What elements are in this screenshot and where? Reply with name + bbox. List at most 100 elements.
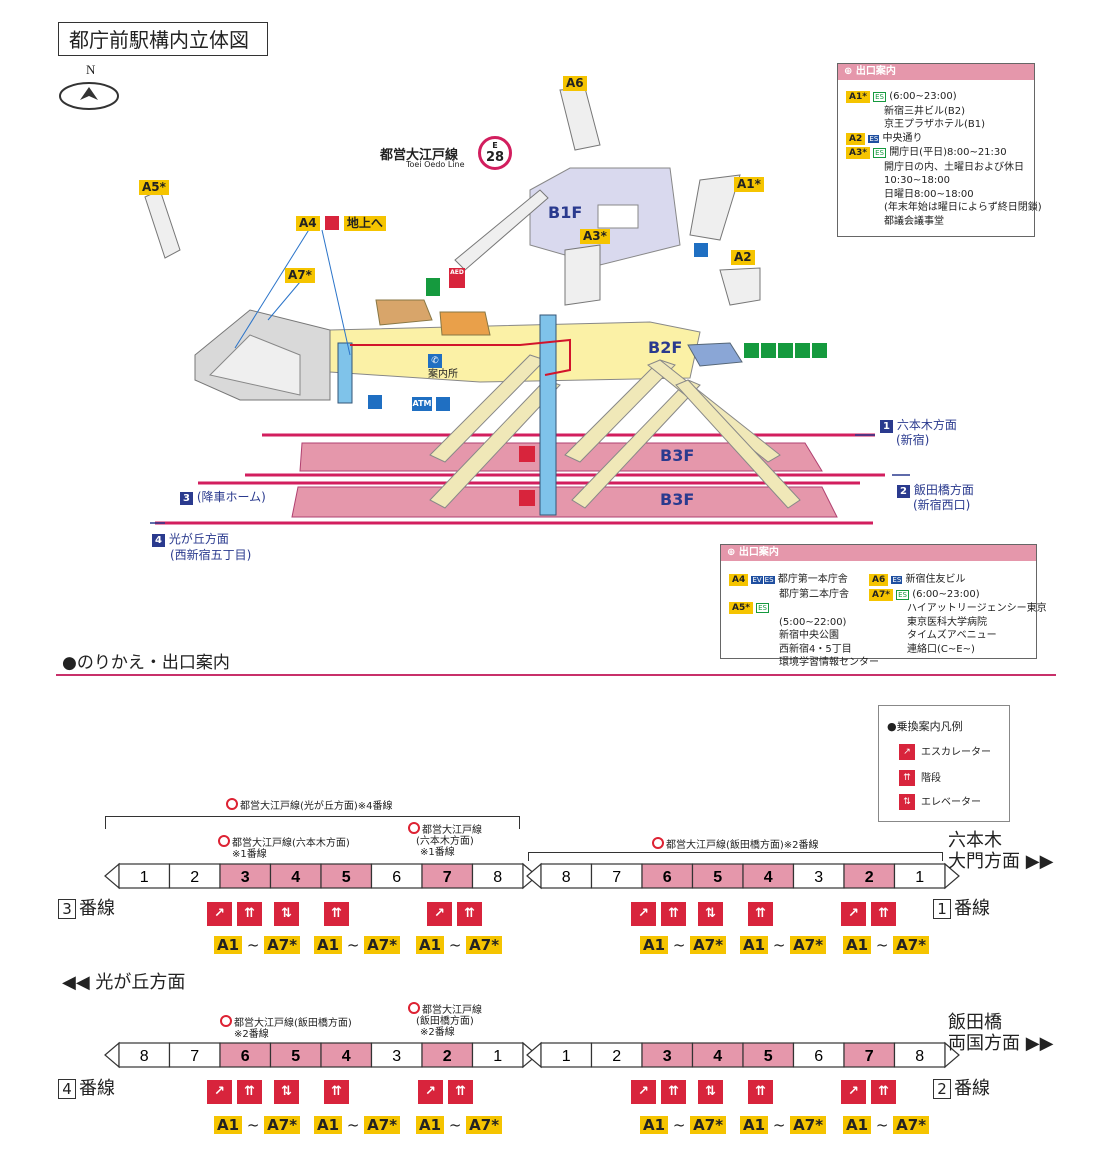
row1-note-a: 都営大江戸線(六本木方面)※1番線 — [218, 835, 350, 860]
info-a7-line: ハイアットリージェンシー東京 — [907, 603, 1047, 614]
row2-dest-line2: 両国方面 ▶▶ — [948, 1033, 1054, 1054]
exit-range: A1 ~ A7* — [416, 936, 503, 954]
exit-range-sep: ~ — [668, 1116, 691, 1134]
train-car-number: 5 — [291, 1048, 300, 1065]
exit-range: A1 ~ A7* — [843, 1116, 930, 1134]
train-car-number: 3 — [241, 869, 250, 886]
train-car-number: 5 — [342, 869, 351, 886]
exit-range-sep: ~ — [242, 1116, 265, 1134]
floor-b2f: B2F — [648, 338, 683, 357]
exit-range-from: A1 — [843, 936, 872, 954]
train-car — [118, 863, 171, 889]
info-a5-tag: A5* — [729, 602, 753, 614]
track-2-text: 番線 — [954, 1078, 990, 1099]
station-3d-map — [144, 87, 910, 525]
info-a3-line: 10:30~18:00 — [884, 175, 951, 186]
section-divider — [56, 674, 1056, 676]
direction-2-sub: (新宿西口) — [913, 498, 971, 512]
track-1-badge: 1 — [880, 420, 893, 433]
info-center-label: 案内所 — [428, 369, 458, 380]
line-letter: E — [492, 141, 498, 150]
stairs-icon: ⇈ — [871, 902, 896, 926]
row2-destination: 飯田橋両国方面 ▶▶ — [948, 1012, 1053, 1054]
direction-1-sub: (新宿) — [896, 433, 930, 447]
train-car — [893, 863, 946, 889]
legend-elevator-label: エレベーター — [921, 797, 981, 808]
transfer-section-title: ●のりかえ・出口案内 — [62, 653, 230, 673]
elevator-icon-b3f-lower — [519, 490, 535, 506]
train-car-number: 4 — [764, 869, 773, 886]
direction-3: 3 (降車ホーム) — [180, 488, 266, 505]
exit-range-to: A7* — [690, 1116, 727, 1134]
info-a2-line: 中央通り — [882, 132, 923, 144]
stairs-icon: ⇈ — [871, 1080, 896, 1104]
train-car-number: 1 — [562, 1048, 571, 1065]
exit-range-sep: ~ — [668, 936, 691, 954]
exit-range-from: A1 — [214, 936, 243, 954]
exit-range-sep: ~ — [242, 936, 265, 954]
direction-4-sub: (西新宿五丁目) — [170, 548, 252, 562]
train-car-number: 3 — [663, 1048, 672, 1065]
wheelchair-icon — [761, 343, 776, 358]
floor-b3f-lower: B3F — [660, 490, 695, 509]
train-car-number: 4 — [291, 869, 300, 886]
exit-range-from: A1 — [740, 1116, 769, 1134]
exit-a5-tag: A5* — [139, 180, 169, 195]
train-car-number: 2 — [190, 869, 199, 886]
exit-range: A1 ~ A7* — [843, 936, 930, 954]
train-nose-left — [104, 862, 120, 890]
stairs-icon: ⇈ — [448, 1080, 473, 1104]
exit-range-from: A1 — [416, 1116, 445, 1134]
info-a3-line: 日曜日8:00~18:00 — [884, 188, 974, 200]
train-car — [893, 1042, 946, 1068]
exit-range: A1 ~ A7* — [314, 936, 401, 954]
train-car-number: 7 — [865, 1048, 874, 1065]
row2-note-a-line1: 都営大江戸線(飯田橋方面) — [234, 1018, 352, 1029]
page-title: 都庁前駅構内立体図 — [58, 22, 268, 56]
direction-1: 1 六本木方面 — [880, 416, 957, 433]
train-car-number: 3 — [814, 869, 823, 886]
exit-range-to: A7* — [264, 936, 301, 954]
exit-range-from: A1 — [416, 936, 445, 954]
info-a3-line: (年末年始は曜日によらず終日閉鎖) — [884, 202, 1042, 213]
line-name: 都営大江戸線 — [380, 148, 459, 163]
info-a5-line: (5:00~22:00) — [779, 616, 847, 628]
exit-range-to: A7* — [466, 936, 503, 954]
exit-range-sep: ~ — [342, 936, 365, 954]
exit-range-sep: ~ — [768, 936, 791, 954]
row1-span-text: 都営大江戸線(光が丘方面)※4番線 — [240, 801, 393, 812]
train-nose-right — [944, 1041, 960, 1069]
train-car-number: 8 — [915, 1048, 924, 1065]
row1-note-a-line2: ※1番線 — [232, 849, 267, 860]
track-4-num: 4 — [58, 1079, 76, 1099]
row1-note-b-line2: (六本木方面) — [416, 836, 474, 847]
info-a7-line: (6:00~23:00) — [912, 588, 980, 600]
exit-a2-tag: A2 — [731, 250, 755, 265]
restroom-icon — [744, 343, 759, 358]
exit-range-to: A7* — [790, 1116, 827, 1134]
transfer-legend: ●乗換案内凡例 ↗エスカレーター ⇈階段 ⇅エレベーター — [878, 705, 1010, 822]
row1-destination: 六本木大門方面 ▶▶ — [948, 830, 1053, 872]
train-car — [471, 863, 524, 889]
train-nose-right — [944, 862, 960, 890]
elevator-icon: ⇅ — [698, 902, 723, 926]
train-car-number: 6 — [392, 869, 401, 886]
row2-note-a: 都営大江戸線(飯田橋方面)※2番線 — [220, 1015, 352, 1040]
train-car-number: 2 — [612, 1048, 621, 1065]
row1-span-bracket — [105, 816, 520, 829]
legend-escalator-label: エスカレーター — [921, 747, 991, 758]
exit-range-to: A7* — [893, 936, 930, 954]
transfer-ring-icon — [218, 835, 230, 847]
stairs-icon: ⇈ — [899, 770, 915, 786]
direction-2: 2 飯田橋方面 — [897, 481, 974, 498]
train-car — [421, 1042, 474, 1068]
aed-icon: AED — [449, 268, 465, 288]
train-car-number: 7 — [443, 869, 452, 886]
train-car-number: 7 — [612, 869, 621, 886]
restroom-icons — [744, 343, 827, 362]
train-car — [742, 1042, 795, 1068]
exit-range-to: A7* — [466, 1116, 503, 1134]
exit-a7-tag: A7* — [285, 268, 315, 283]
